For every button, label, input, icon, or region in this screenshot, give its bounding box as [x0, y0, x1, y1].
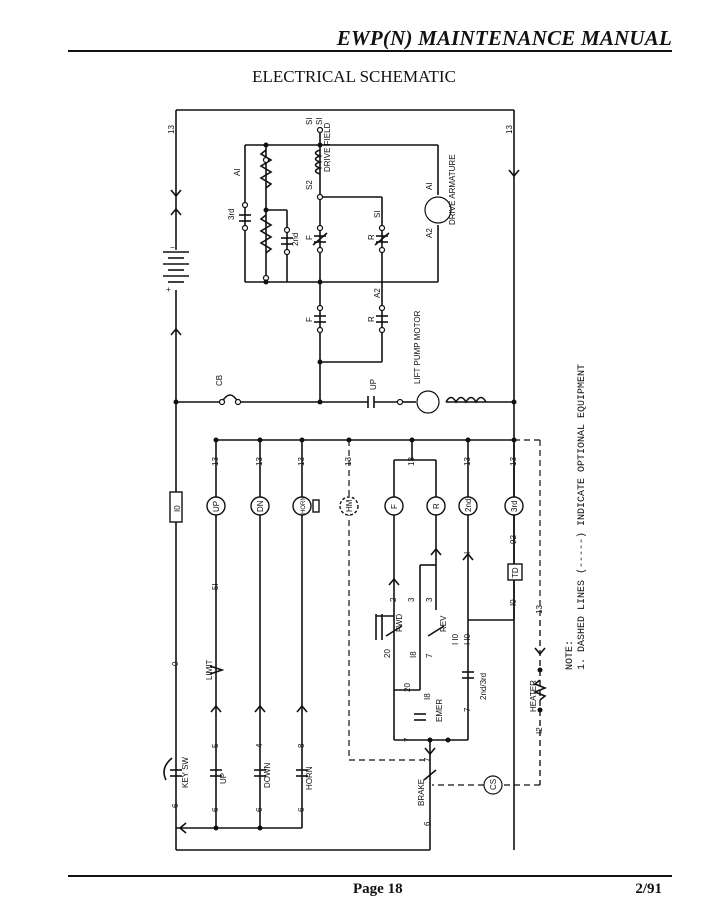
wire-110-a: I I0 — [451, 633, 460, 645]
s1-top-label-2: SI — [305, 117, 314, 125]
coil-horn-label: HORN — [301, 496, 307, 514]
horn-button-label: HORN — [305, 766, 314, 790]
wire-13-heater: 13 — [535, 605, 544, 614]
power-frame-wires — [175, 109, 515, 851]
coil-up-label: UP — [212, 501, 221, 512]
wire-110-b: I I0 — [463, 633, 472, 645]
wire-6-horn: 6 — [297, 807, 306, 812]
wire-6-down: 6 — [255, 807, 264, 812]
wire-7-c: 7 — [403, 737, 412, 742]
wire-92: 92 — [509, 535, 518, 544]
key-sw-label: KEY SW — [181, 757, 190, 788]
wire-13-fr: 13 — [407, 457, 416, 466]
wire-3-b: 3 — [407, 597, 416, 602]
wire-13-3rd: 13 — [509, 457, 518, 466]
cs-symbol — [483, 775, 503, 795]
second-third-label: 2nd/3rd — [479, 673, 488, 700]
s1-mid-label: SI — [373, 210, 382, 218]
r2-contact-label: R — [367, 316, 376, 322]
up-button-label: UP — [219, 773, 228, 784]
coil-2nd-label: 2nd — [464, 499, 473, 512]
limit-label: LIMIT — [205, 659, 214, 680]
second-label: 2nd — [291, 233, 300, 246]
page-title: ELECTRICAL SCHEMATIC — [252, 67, 456, 86]
wire-5: 5 — [211, 743, 220, 748]
coil-f-label: F — [390, 504, 399, 509]
drive-section: SI SI S2 DRIVE FIELD AI 3rd 2nd F R SI A… — [167, 117, 520, 443]
a1-right-label: AI — [425, 182, 434, 190]
control-section: I0 UP DN HORN HM F R 2nd 3rd 13 13 13 1 — [163, 437, 548, 850]
f2-contact-label: F — [305, 317, 314, 322]
coil-dn-label: DN — [256, 500, 265, 512]
header-title: EWP(N) MAINTENANCE MANUAL — [336, 26, 672, 50]
a1-left-label: AI — [233, 168, 242, 176]
wire-13-dn: 13 — [255, 457, 264, 466]
fuse-symbol — [169, 491, 183, 523]
third-label: 3rd — [227, 208, 236, 220]
note-line-1: 1. DASHED LINES (-----) INDICATE OPTIONA… — [576, 364, 588, 670]
wire-7-d: 7 — [423, 757, 432, 762]
td-label: TD — [511, 567, 520, 578]
wire-13-up: 13 — [211, 457, 220, 466]
fwd-label: FWD — [395, 614, 404, 632]
wire-18-b: I8 — [423, 693, 432, 700]
battery-plus: + — [166, 285, 171, 294]
lift-pump-motor-label: LIFT PUMP MOTOR — [413, 310, 422, 384]
wire-6-key: 6 — [171, 803, 180, 808]
footer-page: Page 18 — [353, 881, 403, 897]
coil-r-label: R — [432, 503, 441, 509]
a2-right-label: A2 — [425, 228, 434, 238]
note-block: NOTE: 1. DASHED LINES (-----) INDICATE O… — [565, 364, 588, 670]
drive-armature-label: DRIVE ARMATURE — [448, 154, 457, 225]
wire-7-b: 7 — [463, 707, 472, 712]
wire-13-horn: 13 — [297, 457, 306, 466]
emer-label: EMER — [435, 699, 444, 722]
wire-20-a: 20 — [383, 649, 392, 658]
td-box — [507, 563, 523, 581]
header-rule — [68, 50, 672, 52]
wire-7-a: 7 — [425, 653, 434, 658]
wire-13-2nd: 13 — [463, 457, 472, 466]
coil-3rd-label: 3rd — [510, 500, 519, 512]
rev-label: REV — [439, 615, 448, 632]
r-contact-label: R — [367, 234, 376, 240]
heater-label: HEATER — [529, 680, 538, 712]
cs-label: CS — [489, 779, 498, 790]
lift-pump-motor: UP LIFT PUMP MOTOR — [367, 310, 487, 414]
s2-label: S2 — [305, 180, 314, 190]
wire-2: 2 — [389, 597, 398, 602]
wire-6-brake: 6 — [423, 821, 432, 826]
wire-6-up: 6 — [211, 807, 220, 812]
wire-8: 8 — [297, 743, 306, 748]
wire-12: I2 — [535, 727, 544, 734]
cb-label: CB — [215, 375, 224, 386]
coil-hm-label: HM — [345, 499, 354, 512]
circuit-breaker: CB — [215, 375, 242, 406]
battery-minus: − — [170, 243, 175, 252]
footer-date: 2/91 — [635, 881, 662, 897]
f-contact-label: F — [305, 235, 314, 240]
wire-51: 5I — [211, 583, 220, 590]
wire-13-top-left: 13 — [167, 125, 176, 134]
brake-label: BRAKE — [417, 779, 426, 806]
s1-top-label: SI — [315, 117, 324, 125]
wire-0: 0 — [171, 661, 180, 666]
wire-20-b: 20 — [403, 683, 412, 692]
down-button-label: DOWN — [263, 762, 272, 788]
note-heading: NOTE: — [565, 640, 576, 670]
wire-1: I — [463, 552, 472, 554]
fuse-label: I0 — [173, 505, 182, 512]
drive-field-label: DRIVE FIELD — [323, 122, 332, 172]
wire-13-top-right: 13 — [505, 125, 514, 134]
battery-symbol: − + — [163, 207, 189, 336]
wire-13-hm: 13 — [344, 457, 353, 466]
wire-4: 4 — [255, 743, 264, 748]
a2-mid-label: A2 — [373, 288, 382, 298]
wire-18-a: I8 — [409, 651, 418, 658]
wire-10: I0 — [509, 599, 518, 606]
up-contact-label: UP — [369, 379, 378, 390]
footer-rule — [68, 875, 672, 877]
wire-3-a: 3 — [425, 597, 434, 602]
